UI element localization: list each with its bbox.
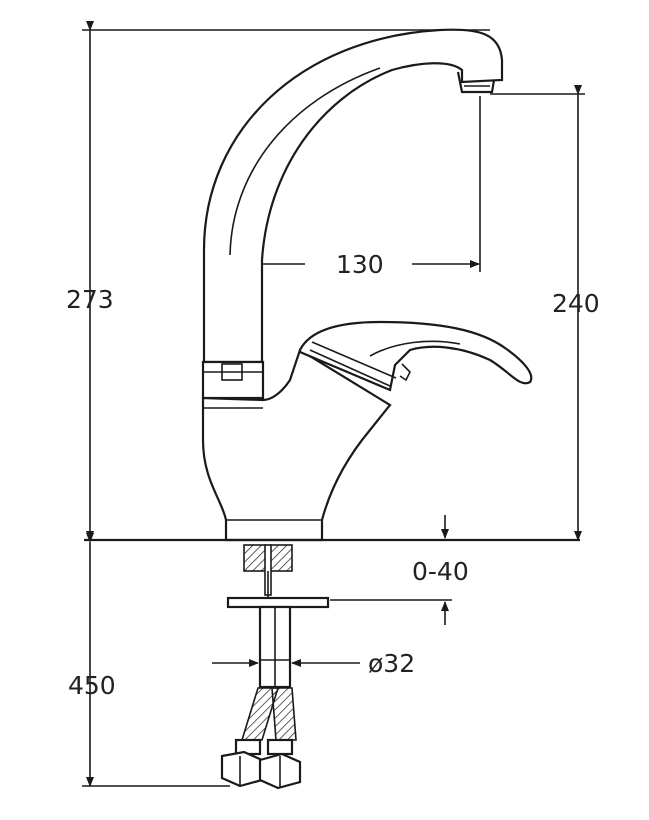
- hole-diameter-label: ø32: [368, 649, 415, 678]
- lever-handle: [298, 320, 533, 392]
- flexible-hoses: [220, 687, 302, 790]
- swivel-ring: [201, 360, 265, 400]
- mounting-shank: [226, 544, 330, 689]
- hose-length-label: 450: [68, 671, 116, 700]
- faucet-spout: [202, 28, 504, 364]
- dimension-spout-reach: 130: [226, 96, 481, 279]
- spout-height-label: 240: [552, 289, 600, 318]
- faucet-body: [201, 348, 392, 542]
- dimension-hole-diameter: ø32: [212, 649, 415, 678]
- dimension-hose-length: 450: [68, 533, 230, 787]
- deck-thickness-label: 0-40: [412, 557, 469, 586]
- total-height-label: 273: [66, 285, 114, 314]
- dimension-deck-thickness: 0-40: [330, 515, 469, 625]
- dimension-spout-height: 240: [490, 85, 600, 541]
- dimension-total-height: 273: [66, 21, 490, 541]
- spout-reach-label: 130: [336, 250, 384, 279]
